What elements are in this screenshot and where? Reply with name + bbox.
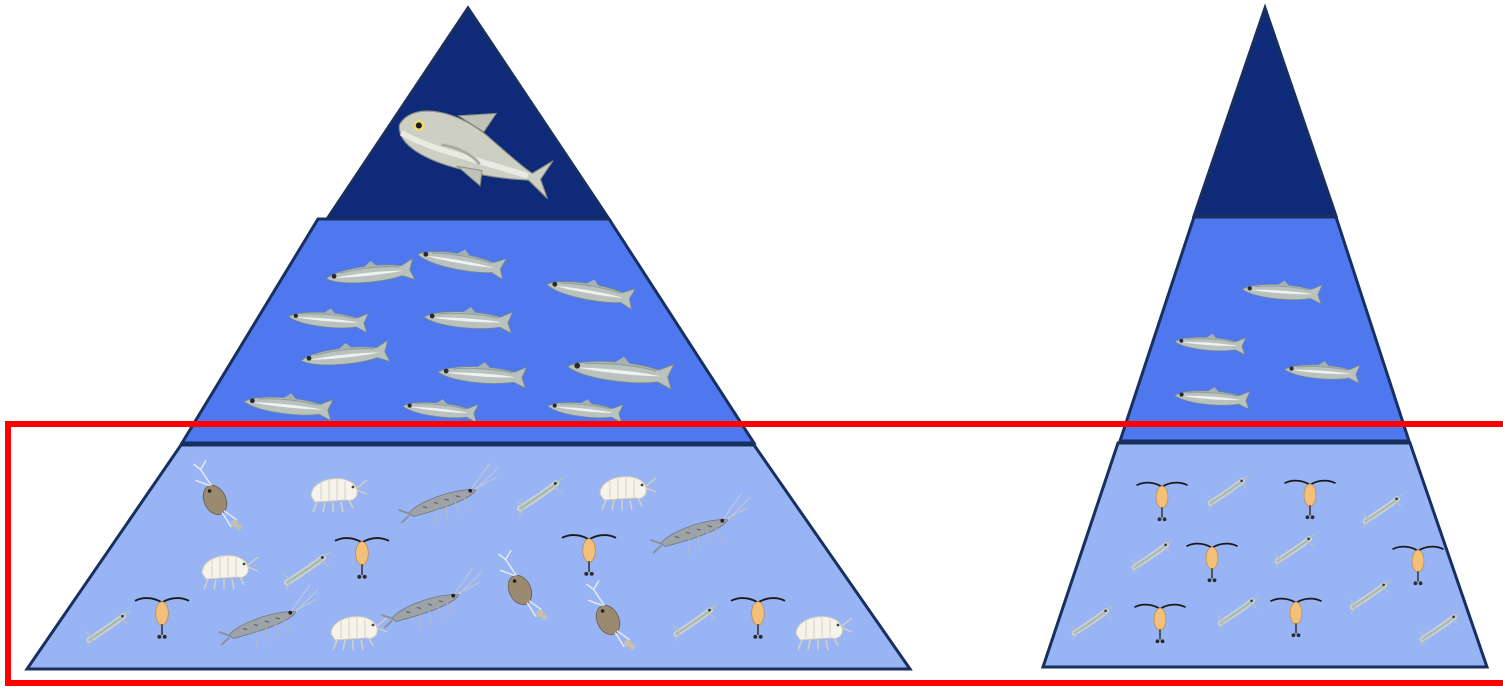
left-top-tier [327,8,609,219]
left-pyramid [27,8,910,669]
right-pyramid [1043,8,1487,667]
right-middle-tier [1120,217,1409,441]
right-top-tier [1194,8,1336,216]
